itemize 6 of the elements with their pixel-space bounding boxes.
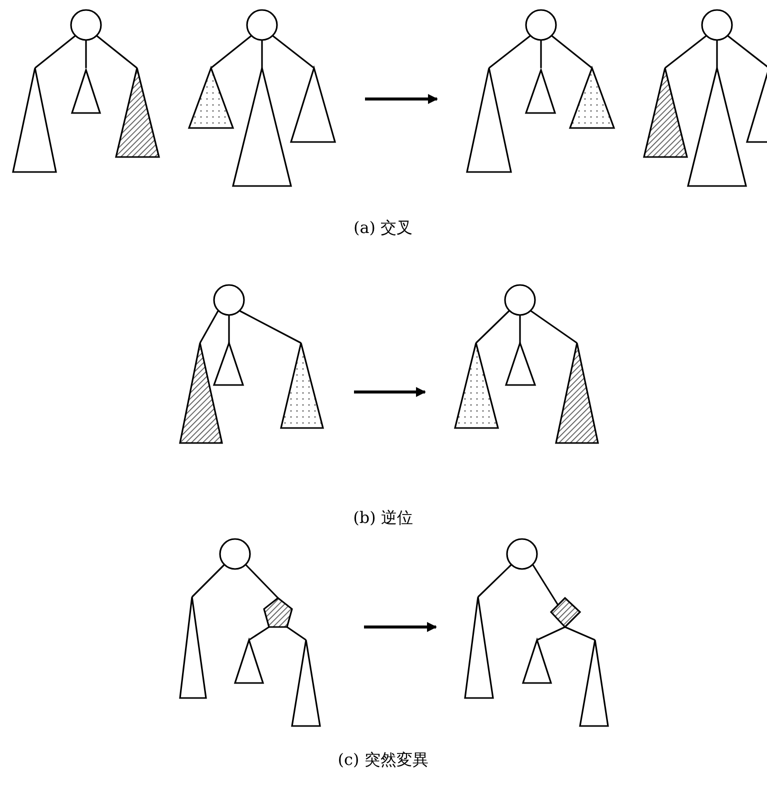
caption: (a) 交叉 — [353, 218, 413, 239]
caption: (b) 逆位 — [353, 508, 413, 529]
arrow — [364, 622, 437, 632]
caption: (c) 突然変異 — [338, 750, 428, 771]
arrow — [354, 387, 426, 397]
arrow — [365, 94, 438, 104]
